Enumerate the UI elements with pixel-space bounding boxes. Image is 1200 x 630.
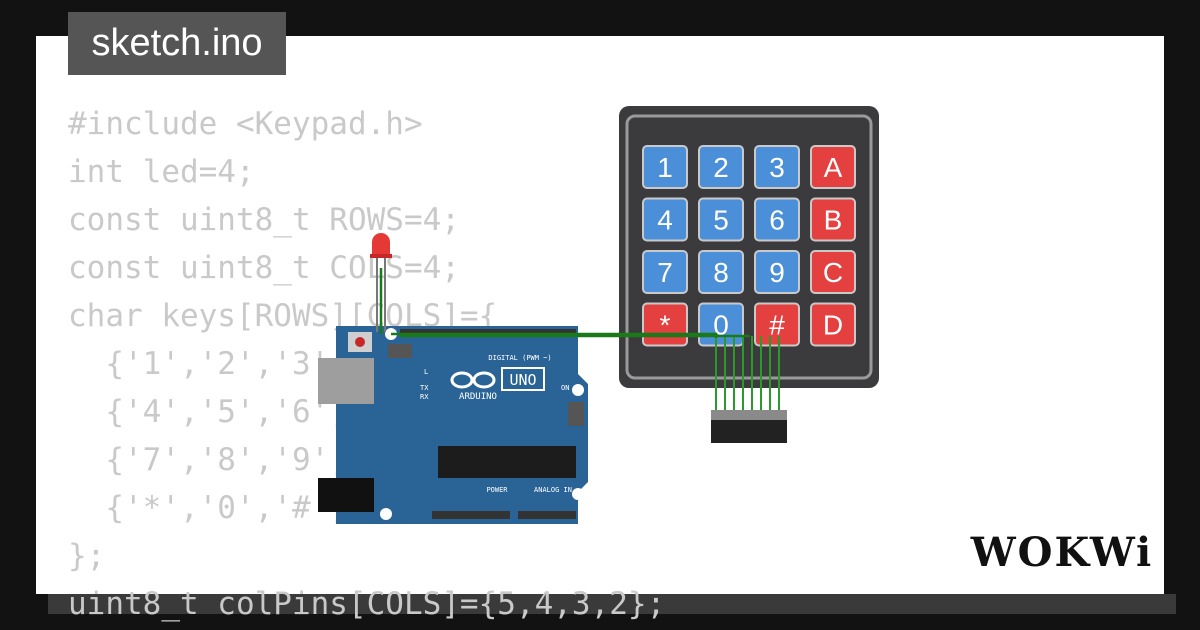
keypad-key[interactable]: 5 <box>698 197 744 242</box>
code-area: #include <Keypad.h> int led=4; const uint8… <box>36 36 1164 622</box>
card-shadow <box>48 594 1176 614</box>
keypad-key[interactable]: 2 <box>698 145 744 189</box>
keypad-key-label: * <box>660 310 671 341</box>
keypad-key-label: 8 <box>713 257 729 288</box>
code-line: }; <box>68 538 106 574</box>
keypad-connector[interactable] <box>711 410 787 443</box>
code-line: #include <Keypad.h> <box>68 106 423 142</box>
wokwi-logo: WOKWi <box>970 529 1152 576</box>
keypad-key-label: A <box>824 152 843 183</box>
keypad-key[interactable]: * <box>642 302 688 347</box>
preview-card <box>36 36 1164 594</box>
board-brand: ARDUINO <box>459 392 497 402</box>
keypad-key[interactable]: 7 <box>642 250 688 294</box>
tx-label: TX <box>420 384 429 392</box>
keypad-key[interactable]: # <box>754 302 800 347</box>
keypad-key-label: 9 <box>769 257 785 288</box>
keypad-key[interactable]: 3 <box>754 145 800 189</box>
code-line: int led=4; <box>68 154 255 190</box>
keypad-key-label: B <box>824 205 843 236</box>
svg-text:WOKWi: WOKWi <box>970 529 1154 576</box>
keypad-key-label: # <box>769 310 785 341</box>
keypad-key[interactable]: 9 <box>754 250 800 294</box>
l-label: L <box>424 368 428 376</box>
digital-label: DIGITAL (PWM ~) <box>488 354 551 362</box>
keypad-key-label: 3 <box>769 152 785 183</box>
keypad-key-label: 1 <box>657 152 673 183</box>
board-model: UNO <box>509 371 536 389</box>
code-line: const uint8_t COLS=4; <box>68 250 460 286</box>
file-title: sketch.ino <box>68 12 286 75</box>
keypad-key[interactable]: D <box>810 302 856 347</box>
keypad-key[interactable]: 8 <box>698 250 744 294</box>
code-line: const uint8_t ROWS=4; <box>68 202 460 238</box>
keypad-ribbon <box>715 336 780 420</box>
microcontroller-chip <box>438 446 576 478</box>
code-line: uint8_t colPins[COLS]={5,4,3,2}; <box>68 586 666 622</box>
keypad-key[interactable]: 4 <box>642 197 688 242</box>
keypad-key-label: C <box>823 257 843 288</box>
keypad-key[interactable]: A <box>810 145 856 189</box>
keypad-key[interactable]: 0 <box>698 302 744 347</box>
keypad-key[interactable]: B <box>810 197 856 242</box>
power-jack <box>318 478 374 512</box>
wires <box>379 268 750 338</box>
usb-port <box>318 358 374 404</box>
keypad-key-label: D <box>823 310 843 341</box>
rx-label: RX <box>420 393 429 401</box>
analog-label: ANALOG IN <box>534 486 572 494</box>
code-line: char keys[ROWS][COLS]={ <box>68 298 498 334</box>
on-label: ON <box>561 384 569 392</box>
arduino-board[interactable]: UNO ARDUINO DIGITAL (PWM ~) POWER ANALOG… <box>318 326 588 524</box>
arduino-logo <box>450 367 545 391</box>
led[interactable] <box>370 233 392 332</box>
power-label: POWER <box>486 486 508 494</box>
keypad-key-label: 6 <box>769 205 785 236</box>
keypad-key-label: 7 <box>657 257 673 288</box>
keypad-key-label: 2 <box>713 152 729 183</box>
keypad-key[interactable]: 6 <box>754 197 800 242</box>
keypad-key-label: 5 <box>713 205 729 236</box>
keypad-key[interactable]: C <box>810 250 856 294</box>
keypad-key-label: 4 <box>657 205 673 236</box>
keypad-key[interactable]: 1 <box>642 145 688 189</box>
code-block: #include <Keypad.h> int led=4; const uint8… <box>68 100 665 628</box>
keypad[interactable]: 1 2 3 A 4 5 6 B 7 8 9 C * 0 # D <box>619 106 879 388</box>
